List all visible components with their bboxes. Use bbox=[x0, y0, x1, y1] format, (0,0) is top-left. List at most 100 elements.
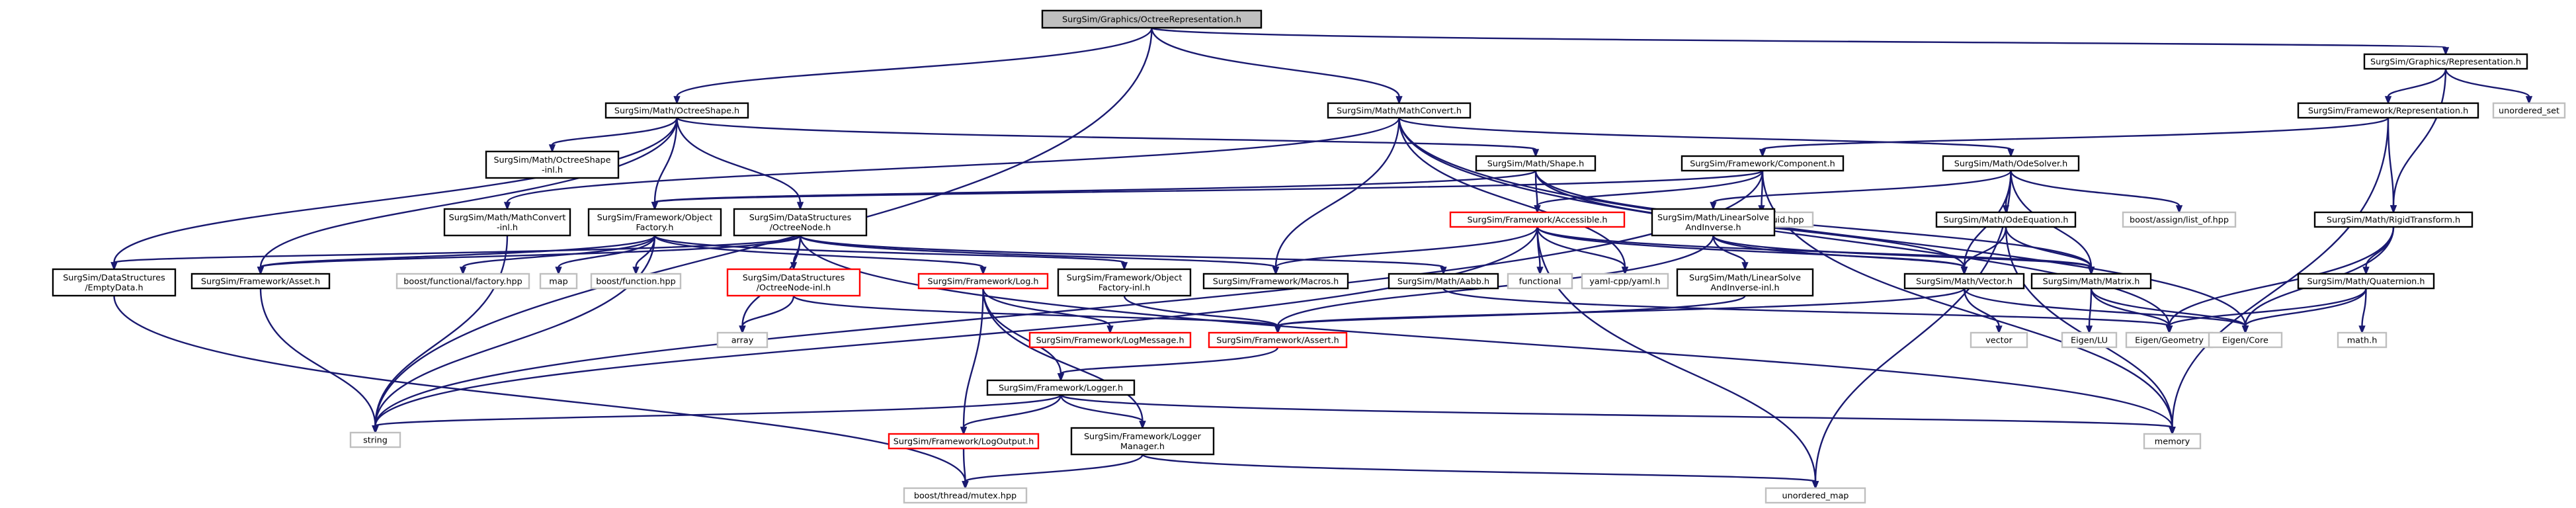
dependency-edge bbox=[2010, 170, 2181, 207]
node-octnode[interactable]: SurgSim/DataStructures/OctreeNode.h bbox=[733, 208, 868, 237]
dependency-edge bbox=[374, 226, 1538, 427]
node-label: SurgSim/Math/Vector.h bbox=[1916, 277, 2013, 287]
node-label: SurgSim/Graphics/Representation.h bbox=[2370, 58, 2521, 67]
node-box bbox=[903, 487, 1028, 504]
node-odeeq[interactable]: SurgSim/Math/OdeEquation.h bbox=[1935, 211, 2077, 228]
node-mathconvertinl[interactable]: SurgSim/Math/MathConvert-inl.h bbox=[443, 208, 571, 237]
dependency-edge bbox=[1963, 288, 2247, 327]
dependency-edge bbox=[374, 235, 509, 427]
edge-arrowhead bbox=[1106, 325, 1114, 335]
node-vector_h[interactable]: SurgSim/Math/Vector.h bbox=[1903, 273, 2025, 290]
dependency-edge bbox=[1536, 170, 1764, 207]
node-aabb[interactable]: SurgSim/Math/Aabb.h bbox=[1388, 273, 1499, 290]
dependency-edge bbox=[1761, 116, 2389, 151]
node-octnodeinl[interactable]: SurgSim/DataStructures/OctreeNode-inl.h bbox=[726, 268, 861, 297]
node-label: SurgSim/Framework/Macros.h bbox=[1213, 277, 1339, 287]
edge-arrowhead bbox=[962, 481, 969, 490]
dependency-edge bbox=[259, 117, 678, 268]
dependency-edge bbox=[962, 288, 984, 428]
node-box bbox=[1970, 331, 2028, 349]
node-box bbox=[716, 331, 769, 349]
node-assertr[interactable]: SurgSim/Framework/Assert.h bbox=[1208, 331, 1348, 349]
node-label: SurgSim/DataStructures bbox=[63, 273, 165, 283]
dependency-edge bbox=[1814, 170, 2012, 482]
dependency-edge bbox=[113, 295, 966, 482]
dependency-edge bbox=[2090, 288, 2171, 327]
node-label: SurgSim/Math/OdeEquation.h bbox=[1943, 216, 2068, 226]
node-yaml: yaml-cpp/yaml.h bbox=[1581, 273, 1669, 290]
node-box bbox=[888, 433, 1040, 450]
dependency-edge bbox=[1398, 116, 2012, 151]
node-label: Eigen/Geometry bbox=[2135, 336, 2204, 346]
dependency-edge bbox=[1274, 226, 1538, 269]
dependency-edge bbox=[676, 116, 1537, 151]
edge-arrowhead bbox=[2085, 325, 2093, 335]
dependency-edge bbox=[1274, 117, 1400, 268]
node-logger[interactable]: SurgSim/Framework/Logger.h bbox=[986, 379, 1136, 396]
node-box bbox=[395, 273, 530, 290]
node-box bbox=[1903, 273, 2025, 290]
edge-arrowhead bbox=[2525, 96, 2533, 105]
node-matrix[interactable]: SurgSim/Math/Matrix.h bbox=[2030, 273, 2152, 290]
dependency-edge bbox=[982, 288, 1111, 327]
node-frepr[interactable]: SurgSim/Framework/Representation.h bbox=[2297, 102, 2479, 119]
edge-arrowhead bbox=[1710, 202, 1717, 211]
edge-arrowhead bbox=[651, 202, 659, 211]
dependency-edge bbox=[799, 234, 1444, 269]
node-log[interactable]: SurgSim/Framework/Log.h bbox=[917, 273, 1049, 290]
node-rigidtrans[interactable]: SurgSim/Math/RigidTransform.h bbox=[2313, 211, 2473, 228]
node-box bbox=[1388, 273, 1499, 290]
node-root[interactable]: SurgSim/Graphics/OctreeRepresentation.h bbox=[1041, 9, 1263, 29]
dependency-edge bbox=[653, 117, 678, 203]
dependency-edge bbox=[676, 117, 802, 203]
dependency-edge bbox=[1963, 226, 2007, 268]
edge-arrowhead bbox=[739, 325, 746, 335]
node-eigengeo: Eigen/Geometry bbox=[2125, 331, 2214, 349]
node-mathconvert[interactable]: SurgSim/Math/MathConvert.h bbox=[1327, 102, 1472, 119]
node-box bbox=[1041, 9, 1263, 29]
node-component[interactable]: SurgSim/Framework/Component.h bbox=[1681, 155, 1845, 172]
node-label: SurgSim/Math/OdeSolver.h bbox=[1954, 159, 2067, 169]
node-asseth[interactable]: SurgSim/Framework/Asset.h bbox=[190, 273, 331, 290]
node-emptydata[interactable]: SurgSim/DataStructures/EmptyData.h bbox=[52, 268, 177, 297]
edge-arrowhead bbox=[1534, 205, 1541, 214]
node-label: SurgSim/Framework/Component.h bbox=[1690, 159, 1835, 169]
node-macros[interactable]: SurgSim/Framework/Macros.h bbox=[1202, 273, 1349, 290]
node-accessible[interactable]: SurgSim/Framework/Accessible.h bbox=[1449, 211, 1626, 228]
node-odesolver[interactable]: SurgSim/Math/OdeSolver.h bbox=[1942, 155, 2080, 172]
node-label: SurgSim/Graphics/OctreeRepresentation.h bbox=[1062, 15, 1241, 25]
node-octshape[interactable]: SurgSim/Math/OctreeShape.h bbox=[604, 102, 749, 119]
node-label: SurgSim/Framework/LogOutput.h bbox=[893, 437, 1034, 447]
node-label: Eigen/LU bbox=[2071, 336, 2108, 346]
edge-arrowhead bbox=[372, 425, 379, 435]
node-functional: functional bbox=[1507, 273, 1573, 290]
node-label: SurgSim/Framework/LogMessage.h bbox=[1036, 336, 1184, 346]
node-quat[interactable]: SurgSim/Math/Quaternion.h bbox=[2297, 273, 2435, 290]
dependency-edge bbox=[1059, 394, 2173, 429]
node-octshapeinl[interactable]: SurgSim/Math/OctreeShape-inl.h bbox=[485, 150, 620, 179]
edge-arrowhead bbox=[2087, 267, 2095, 276]
node-mutex: boost/thread/mutex.hpp bbox=[903, 487, 1028, 504]
dependency-edge bbox=[1123, 295, 1279, 327]
dependency-edge bbox=[2090, 288, 2247, 327]
dependency-edge bbox=[259, 288, 376, 427]
edge-arrowhead bbox=[632, 267, 640, 276]
node-mathh: math.h bbox=[2337, 331, 2388, 349]
node-logmsg[interactable]: SurgSim/Framework/LogMessage.h bbox=[1028, 331, 1192, 349]
node-unordered_map: unordered_map bbox=[1765, 487, 1866, 504]
edge-arrowhead bbox=[2175, 205, 2183, 214]
node-box bbox=[587, 208, 722, 237]
node-label: SurgSim/Framework/Object bbox=[1067, 273, 1183, 283]
node-label: SurgSim/Framework/Representation.h bbox=[2308, 106, 2468, 116]
node-shape[interactable]: SurgSim/Math/Shape.h bbox=[1475, 155, 1597, 172]
node-logout[interactable]: SurgSim/Framework/LogOutput.h bbox=[888, 433, 1040, 450]
node-grepr[interactable]: SurgSim/Graphics/Representation.h bbox=[2363, 53, 2528, 70]
dependency-edge bbox=[792, 294, 1279, 327]
node-label: SurgSim/Framework/Logger.h bbox=[999, 384, 1123, 394]
edge-arrowhead bbox=[796, 202, 804, 211]
